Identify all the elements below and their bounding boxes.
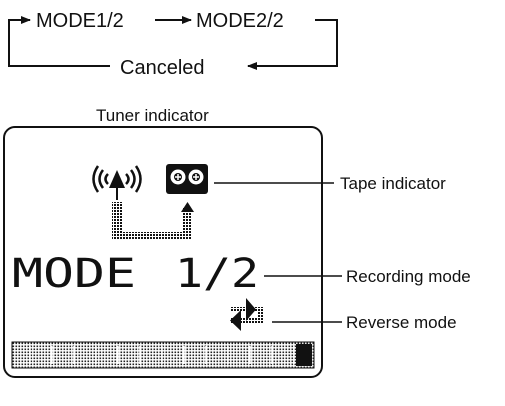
reverse-arrow-icon: [230, 298, 264, 331]
cycle-step1-label: MODE1/2: [36, 10, 124, 32]
cycle-arrow-return: [247, 19, 338, 70]
cycle-arrow-loop: [8, 50, 110, 67]
lcd-mode-value: 1/2: [175, 251, 259, 297]
antenna-broadcast-icon: [92, 165, 142, 200]
source-link-connector: [112, 202, 194, 240]
cycle-step3-label: Canceled: [120, 57, 205, 79]
tape-indicator-label: Tape indicator: [340, 174, 446, 193]
cycle-step2-label: MODE2/2: [196, 10, 284, 32]
lcd-mode-text: MODE: [12, 251, 136, 297]
mode-cycle-flow: MODE1/2 MODE2/2 Canceled: [8, 10, 338, 79]
lcd-mode-readout: MODE 1/2: [12, 251, 259, 297]
reverse-mode-label: Reverse mode: [346, 313, 457, 332]
lcd-segment-strip: [11, 341, 315, 369]
cycle-arrow-start: [8, 16, 31, 50]
recording-mode-label: Recording mode: [346, 267, 471, 286]
tuner-indicator-label: Tuner indicator: [96, 106, 209, 125]
lcd-display-frame: [3, 126, 323, 378]
cassette-tape-icon: [166, 164, 208, 194]
